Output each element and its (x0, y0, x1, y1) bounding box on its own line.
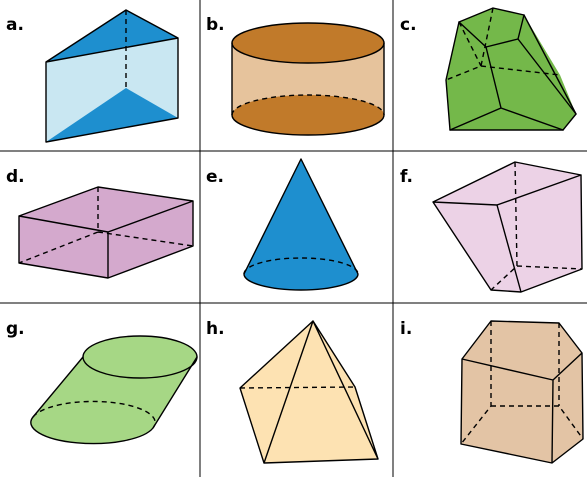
cylinder-top (232, 23, 384, 63)
panel-label-a: a. (6, 15, 24, 35)
cone-surface (244, 159, 358, 290)
triangular-prism (45, 9, 179, 143)
cone (243, 158, 359, 291)
panel-label-d: d. (6, 167, 25, 187)
prism-fill (19, 187, 193, 278)
prism-bottom-triangle (46, 88, 178, 142)
panel-label-g: g. (6, 319, 25, 339)
cylinder-bottom (232, 95, 384, 135)
panel-label-c: c. (400, 15, 417, 35)
prism-fill (461, 321, 583, 463)
prism-top-triangle (46, 10, 178, 62)
panel-label-b: b. (206, 15, 225, 35)
panel-label-i: i. (400, 319, 412, 339)
square-pyramid (239, 320, 379, 464)
frustum-pyramid (445, 7, 577, 131)
cylinder (231, 22, 385, 136)
prism-fill (433, 162, 582, 292)
panel-label-e: e. (206, 167, 224, 187)
oblique-cylinder (30, 335, 198, 445)
rectangular-prism-flat (18, 186, 194, 279)
panel-label-f: f. (400, 167, 413, 187)
pentagonal-prism (460, 320, 584, 464)
truncated-quadrilateral-prism (432, 161, 583, 293)
panel-label-h: h. (206, 319, 225, 339)
oblique-cylinder-top (83, 336, 197, 378)
